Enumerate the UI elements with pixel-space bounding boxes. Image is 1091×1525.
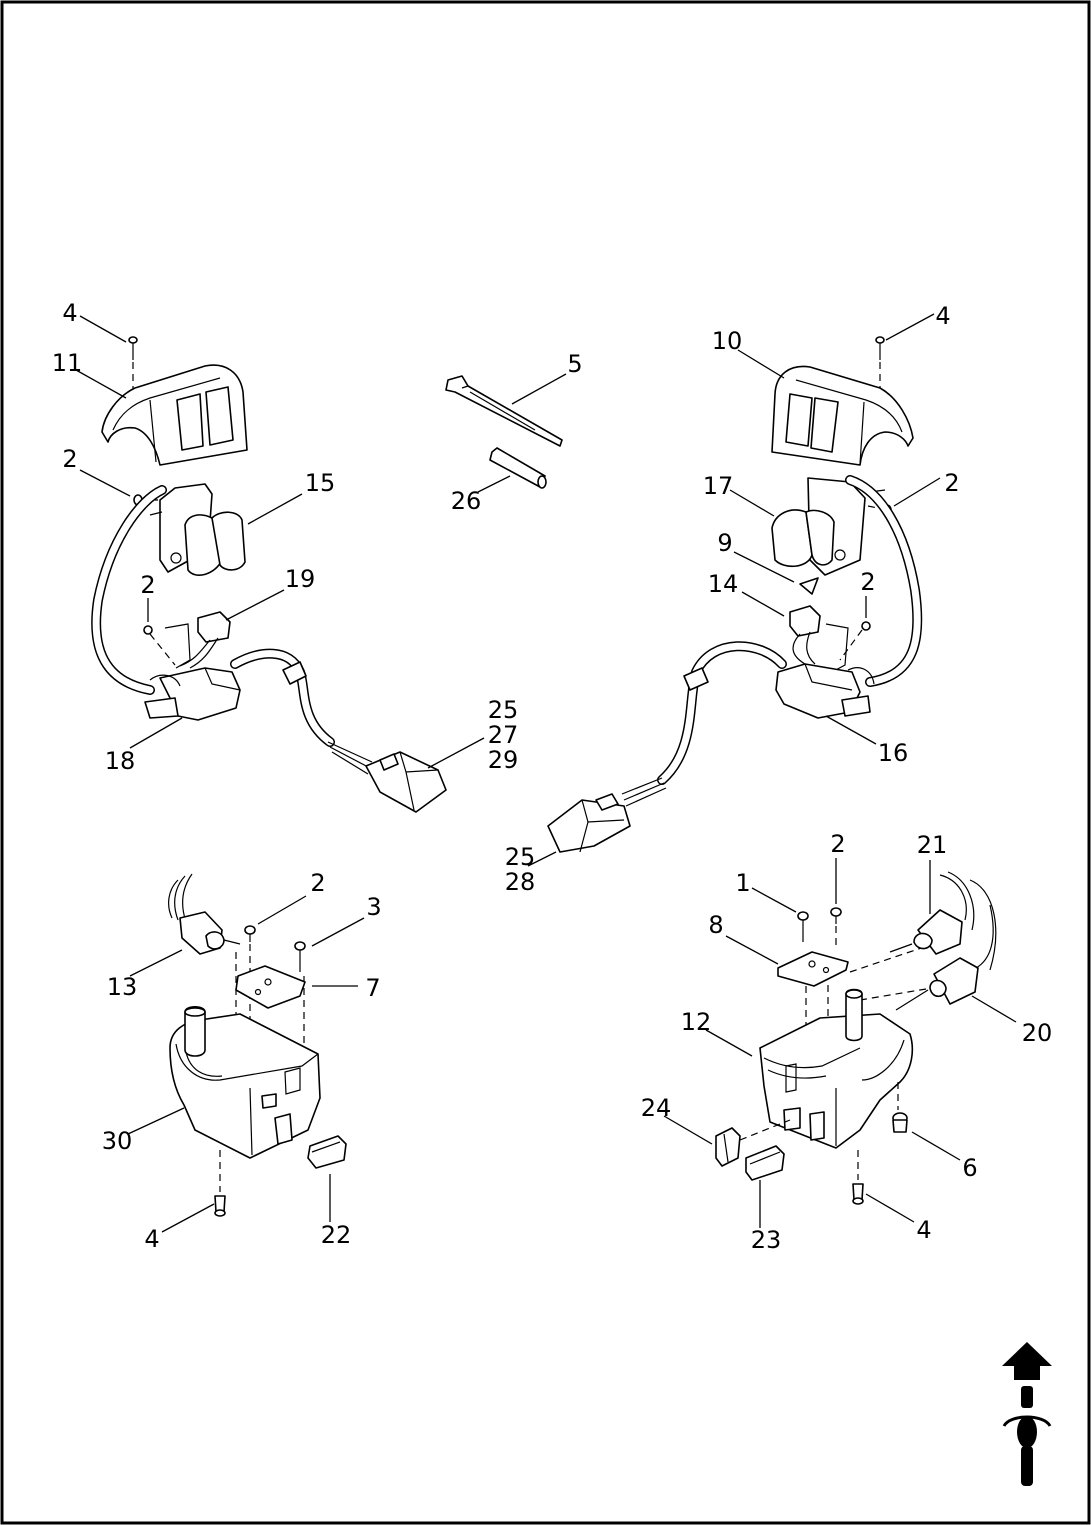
callout-label: 13 xyxy=(107,973,138,1001)
bracket-part-8 xyxy=(777,951,849,987)
callout-label: 2 xyxy=(860,568,875,596)
connector-part-25-28 xyxy=(547,793,631,853)
switch-housing-cover-part-10 xyxy=(771,365,914,466)
callout-label: 1 xyxy=(735,869,750,897)
lower-housing-part-12 xyxy=(759,988,914,1149)
callout-label: 28 xyxy=(505,868,536,896)
button-part-24 xyxy=(715,1127,741,1167)
screw-part-2-mid-right xyxy=(839,621,871,661)
screw-part-4-top-left xyxy=(128,336,138,392)
callout-label: 30 xyxy=(102,1127,133,1155)
callout-label: 2 xyxy=(310,869,325,897)
cable-break-right xyxy=(683,667,709,691)
arrow-up-icon xyxy=(1002,1342,1052,1366)
button-part-23 xyxy=(745,1145,785,1181)
switch-part-13 xyxy=(168,873,241,955)
callout-label: 2 xyxy=(944,469,959,497)
callout-label: 15 xyxy=(305,469,336,497)
callout-label: 14 xyxy=(708,570,739,598)
callout-label: 8 xyxy=(708,911,723,939)
switch-part-21 xyxy=(889,871,997,971)
callout-labels: 4 11 2 15 2 19 18 5 26 25 27 29 10 4 17 … xyxy=(52,299,1053,1254)
sleeve-part-26 xyxy=(489,447,547,489)
screw-part-2-mid-left xyxy=(143,625,176,666)
callout-label: 11 xyxy=(52,349,83,377)
switch-module-part-15 xyxy=(149,483,246,576)
button-part-22 xyxy=(307,1135,347,1169)
callout-label: 25 xyxy=(488,696,519,724)
cable-break-left xyxy=(282,661,307,685)
callout-label: 17 xyxy=(703,472,734,500)
callout-label: 2 xyxy=(62,445,77,473)
left-lower-housing-assembly xyxy=(168,873,347,1217)
callout-label: 22 xyxy=(321,1221,352,1249)
callout-label: 7 xyxy=(365,974,380,1002)
bracket-part-7 xyxy=(235,965,306,1009)
callout-label: 16 xyxy=(878,739,909,767)
right-lower-housing-assembly xyxy=(715,871,997,1205)
screw-part-3-lower-left xyxy=(294,941,306,1060)
switch-part-20 xyxy=(895,904,994,1011)
connector-part-25-27-29 xyxy=(365,751,447,813)
left-upper-switch-assembly xyxy=(91,336,447,813)
callout-label: 23 xyxy=(751,1226,782,1254)
screw-part-4-top-right xyxy=(875,336,885,392)
callout-label: 20 xyxy=(1022,1019,1053,1047)
switch-module-part-18 xyxy=(144,667,241,721)
screw-part-2-lower-right xyxy=(830,907,842,950)
screw-part-1-lower-right xyxy=(797,911,809,942)
callout-label: 2 xyxy=(830,830,845,858)
switch-module-part-16 xyxy=(775,663,875,719)
right-upper-switch-assembly xyxy=(547,336,923,853)
screw-part-4-bottom-left xyxy=(214,1195,226,1217)
callout-label: 21 xyxy=(917,831,948,859)
cable-strap-part-5 xyxy=(445,375,563,447)
plug-part-6 xyxy=(892,1112,908,1133)
callout-label: 19 xyxy=(285,565,316,593)
switch-module-part-17 xyxy=(771,477,886,576)
switch-housing-cover-part-11 xyxy=(101,364,248,466)
lower-housing-part-30 xyxy=(169,1005,321,1159)
connector-part-19 xyxy=(179,611,231,669)
leader-lines xyxy=(75,313,1017,1233)
callout-label: 9 xyxy=(717,529,732,557)
callout-label: 25 xyxy=(505,843,536,871)
screw-part-4-bottom-right xyxy=(852,1183,864,1205)
callout-label: 24 xyxy=(641,1094,672,1122)
callout-label: 2 xyxy=(140,571,155,599)
callout-label: 5 xyxy=(567,350,582,378)
callout-label: 18 xyxy=(105,747,136,775)
callout-label: 4 xyxy=(916,1216,931,1244)
callout-label: 26 xyxy=(451,487,482,515)
callout-label: 27 xyxy=(488,721,519,749)
callout-label: 10 xyxy=(712,327,743,355)
callout-label: 4 xyxy=(144,1225,159,1253)
callout-label: 4 xyxy=(935,302,950,330)
callout-label: 6 xyxy=(962,1154,977,1182)
callout-label: 4 xyxy=(62,299,77,327)
callout-label: 12 xyxy=(681,1008,712,1036)
callout-label: 3 xyxy=(366,893,381,921)
forward-direction-icon xyxy=(1002,1342,1052,1486)
clip-part-9 xyxy=(799,577,819,595)
callout-label: 29 xyxy=(488,746,519,774)
connector-part-14 xyxy=(789,605,821,665)
